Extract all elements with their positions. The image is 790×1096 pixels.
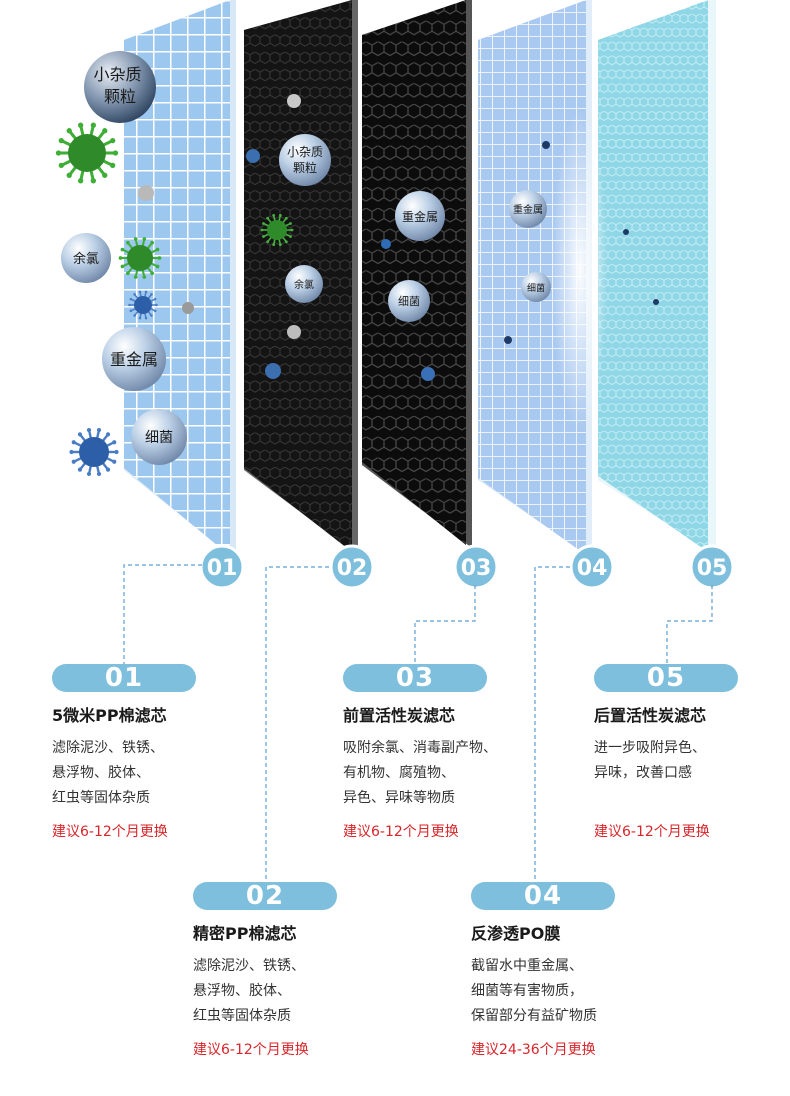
svg-text:细菌: 细菌 xyxy=(398,295,420,308)
svg-text:重金属: 重金属 xyxy=(513,203,543,216)
particle-sphere: 细菌 xyxy=(521,272,551,302)
stage-title: 后置活性炭滤芯 xyxy=(594,706,707,725)
stage-card-05: 05 后置活性炭滤芯 进一步吸附异色、 异味，改善口感 建议6-12个月更换 xyxy=(594,664,784,841)
svg-text:余氯: 余氯 xyxy=(294,278,314,291)
particle-dot xyxy=(623,229,629,235)
particle-dot xyxy=(653,299,659,305)
stage-title: 精密PP棉滤芯 xyxy=(193,924,297,943)
stage-card-04: 04 反渗透PO膜 截留水中重金属、 细菌等有害物质， 保留部分有益矿物质 建议… xyxy=(471,882,711,1059)
blue-virus-icon xyxy=(69,427,119,477)
particle-dot xyxy=(138,185,154,201)
stage-card-01: 01 5微米PP棉滤芯 滤除泥沙、铁锈、 悬浮物、胶体、 红虫等固体杂质 建议6… xyxy=(52,664,292,841)
stage-description: 吸附余氯、消毒副产物、 有机物、腐殖物、 异色、异味等物质 xyxy=(343,740,497,806)
green-virus-icon xyxy=(260,213,294,247)
layer-number-badge: 04 xyxy=(569,544,615,590)
svg-text:余氯: 余氯 xyxy=(73,251,99,267)
svg-text:细菌: 细菌 xyxy=(527,282,545,294)
svg-text:小杂质颗粒: 小杂质颗粒 xyxy=(287,145,323,175)
replacement-advice: 建议6-12个月更换 xyxy=(193,1042,309,1058)
stage-description: 进一步吸附异色、 异味，改善口感 xyxy=(594,740,706,781)
particle-sphere: 小杂质 颗粒 xyxy=(84,51,156,123)
particle-sphere: 细菌 xyxy=(131,409,187,465)
svg-text:细菌: 细菌 xyxy=(145,430,173,446)
svg-text:小杂质 颗粒: 小杂质 颗粒 xyxy=(93,65,146,106)
particle-dot xyxy=(504,336,512,344)
green-virus-icon xyxy=(118,237,162,279)
replacement-advice: 建议6-12个月更换 xyxy=(343,824,459,840)
particle-dot xyxy=(182,302,194,314)
layer-number-text: 02 xyxy=(337,556,368,581)
particle-dot xyxy=(287,94,301,108)
layer-number-text: 03 xyxy=(461,556,492,581)
layer-number-badge: 01 xyxy=(199,544,245,590)
replacement-advice: 建议6-12个月更换 xyxy=(52,824,168,840)
stage-card-03: 03 前置活性炭滤芯 吸附余氯、消毒副产物、 有机物、腐殖物、 异色、异味等物质… xyxy=(343,664,583,841)
particle-dot xyxy=(287,325,301,339)
layer-number-badge: 03 xyxy=(453,544,499,590)
particle-dot xyxy=(381,239,391,249)
stage-description: 截留水中重金属、 细菌等有害物质， 保留部分有益矿物质 xyxy=(471,958,597,1024)
green-virus-icon xyxy=(55,122,119,184)
stage-number: 03 xyxy=(343,664,487,692)
stage-number: 04 xyxy=(471,882,615,910)
particle-sphere: 小杂质颗粒 xyxy=(279,134,331,186)
blue-virus-icon xyxy=(128,290,158,320)
stage-number: 02 xyxy=(193,882,337,910)
replacement-advice: 建议24-36个月更换 xyxy=(471,1042,596,1058)
particle-dot xyxy=(246,149,260,163)
svg-text:重金属: 重金属 xyxy=(110,350,158,369)
replacement-advice: 建议6-12个月更换 xyxy=(594,824,710,840)
filter-layer-5 xyxy=(598,0,716,555)
layer-number-text: 01 xyxy=(207,556,238,581)
layer-number-text: 04 xyxy=(577,556,608,581)
filter-layer-3 xyxy=(362,0,472,548)
stage-description: 滤除泥沙、铁锈、 悬浮物、胶体、 红虫等固体杂质 xyxy=(52,740,164,806)
particle-sphere: 细菌 xyxy=(388,280,430,322)
layer-number-text: 05 xyxy=(697,556,728,581)
particle-dot xyxy=(265,363,281,379)
layer-number-badge: 02 xyxy=(329,544,375,590)
stage-title: 反渗透PO膜 xyxy=(471,924,561,943)
stage-card-02: 02 精密PP棉滤芯 滤除泥沙、铁锈、 悬浮物、胶体、 红虫等固体杂质 建议6-… xyxy=(193,882,433,1059)
stage-number: 01 xyxy=(52,664,196,692)
stage-number: 05 xyxy=(594,664,738,692)
particle-dot xyxy=(421,367,435,381)
filter-layers-illustration: 小杂质 颗粒 余氯 重金属 细菌 小杂质颗粒 余氯 重金属 xyxy=(55,0,735,590)
particle-sphere: 余氯 xyxy=(285,265,323,303)
layer-number-badge: 05 xyxy=(689,544,735,590)
particle-dot xyxy=(542,141,550,149)
particle-sphere: 余氯 xyxy=(61,233,111,283)
particle-sphere: 重金属 xyxy=(395,191,445,241)
svg-text:重金属: 重金属 xyxy=(402,209,438,224)
particle-sphere: 重金属 xyxy=(509,190,547,228)
particle-sphere: 重金属 xyxy=(102,327,166,391)
stage-title: 前置活性炭滤芯 xyxy=(343,706,456,725)
stage-title: 5微米PP棉滤芯 xyxy=(52,706,167,725)
stage-description: 滤除泥沙、铁锈、 悬浮物、胶体、 红虫等固体杂质 xyxy=(193,958,305,1024)
